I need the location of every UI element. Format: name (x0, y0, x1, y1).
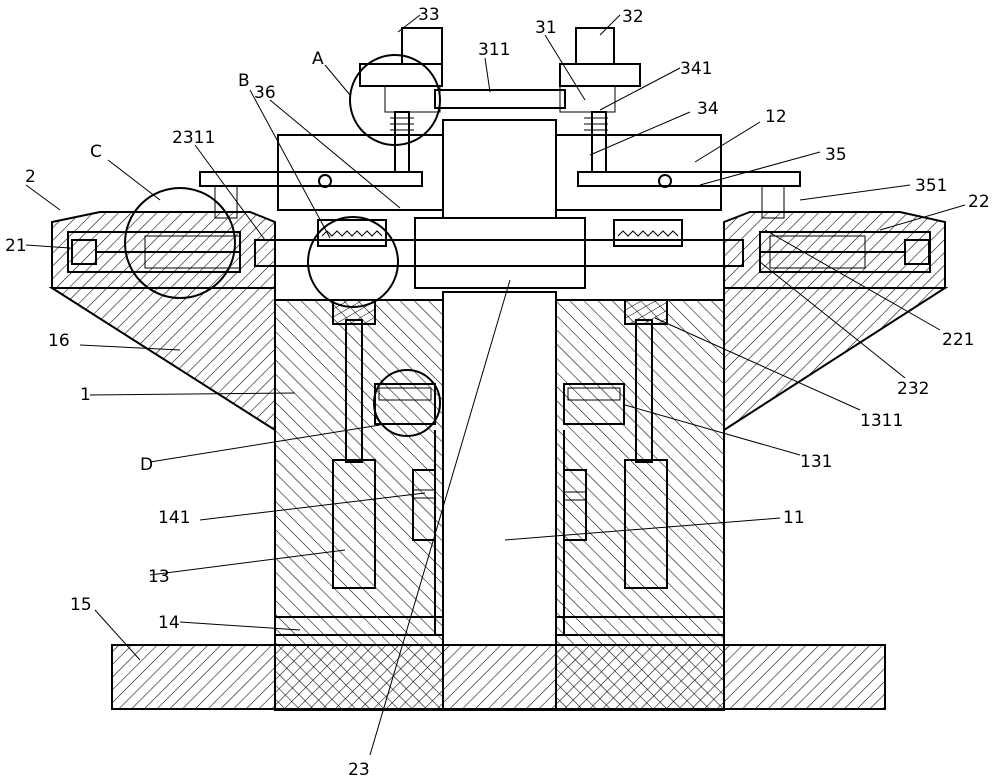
label-B: B (238, 71, 250, 91)
upper-plate (199, 119, 801, 219)
label-15: 15 (70, 595, 92, 615)
label-34: 34 (697, 99, 719, 119)
label-23: 23 (348, 760, 370, 780)
label-1: 1 (80, 385, 91, 405)
label-36: 36 (254, 83, 276, 103)
labels: 33 32 311 31 A 341 B 36 34 12 2311 C 35 … (5, 5, 990, 780)
slide-bar (254, 217, 744, 289)
label-31: 31 (535, 18, 557, 38)
label-A: A (312, 49, 324, 69)
label-311: 311 (478, 40, 510, 60)
label-351: 351 (915, 176, 947, 196)
label-2: 2 (25, 167, 36, 187)
label-232: 232 (897, 379, 929, 399)
base-plate (111, 644, 886, 710)
label-141: 141 (158, 508, 190, 528)
label-21: 21 (5, 236, 27, 256)
main-housing (274, 291, 725, 711)
label-32: 32 (622, 7, 644, 27)
detail-circle-A (349, 54, 441, 146)
label-D: D (140, 455, 153, 475)
label-14: 14 (158, 613, 180, 633)
flange (48, 287, 949, 432)
label-131: 131 (800, 452, 832, 472)
label-13: 13 (148, 567, 170, 587)
label-33: 33 (418, 5, 440, 25)
detail-circle-C (124, 187, 236, 299)
label-1311: 1311 (860, 411, 903, 431)
detail-circle-B (307, 216, 399, 308)
label-221: 221 (942, 330, 974, 350)
label-12: 12 (765, 107, 787, 127)
leader-lines (25, 14, 966, 756)
outer-ring (51, 211, 946, 289)
label-341: 341 (680, 59, 712, 79)
detail-circle-D (373, 369, 441, 437)
label-C: C (90, 142, 102, 162)
label-35: 35 (825, 145, 847, 165)
label-22: 22 (968, 192, 990, 212)
label-16: 16 (48, 331, 70, 351)
label-11: 11 (783, 508, 805, 528)
label-2311: 2311 (172, 128, 215, 148)
